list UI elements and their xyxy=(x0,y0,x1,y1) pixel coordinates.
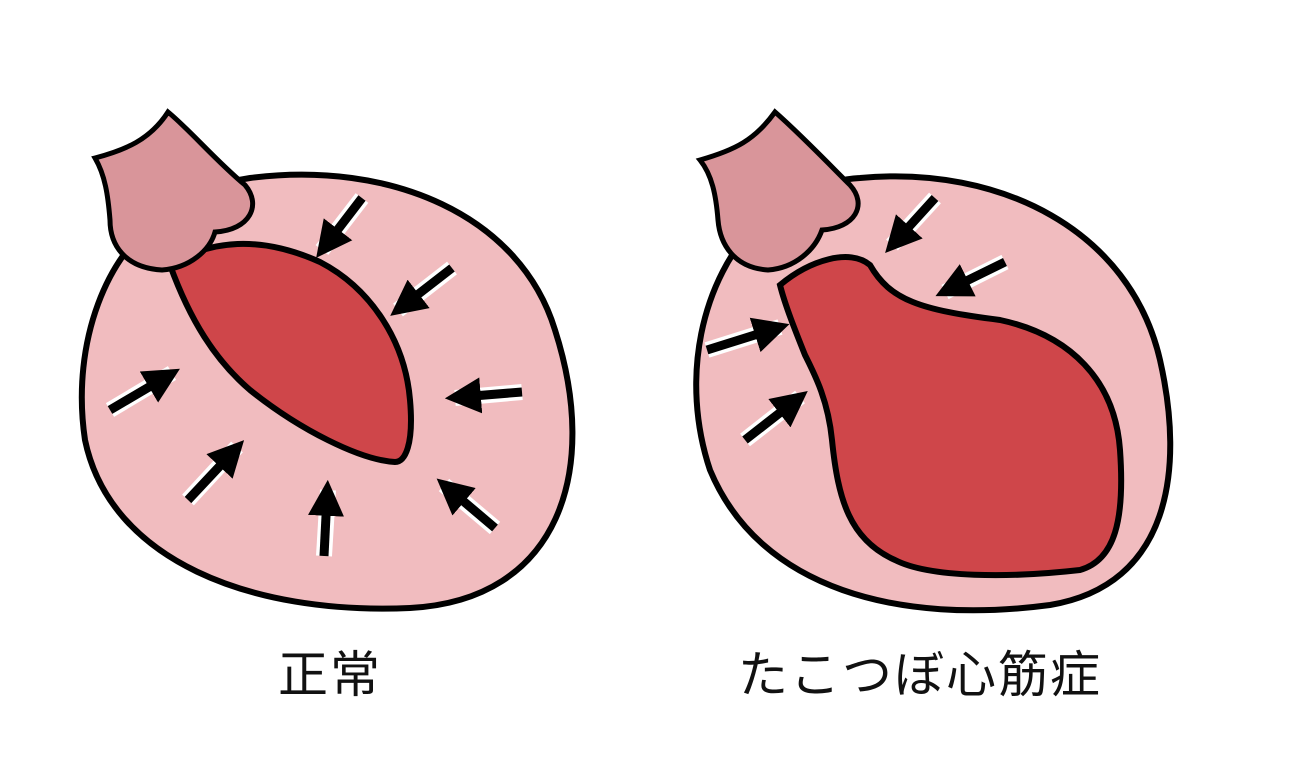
inward-arrow-icon xyxy=(742,391,808,444)
takotsubo-cavity xyxy=(776,254,1125,579)
takotsubo-arrows xyxy=(704,192,1009,447)
inward-arrow-icon xyxy=(444,377,523,414)
inward-arrow-icon xyxy=(184,440,245,504)
takotsubo-caption: たこつぼ心筋症 xyxy=(738,646,1102,704)
inward-arrow-icon xyxy=(935,257,1007,297)
normal-caption: 正常 xyxy=(278,646,382,704)
normal-arrows xyxy=(105,193,523,557)
inward-arrow-icon xyxy=(705,317,790,355)
normal-cavity xyxy=(166,240,414,466)
takotsubo-vessel xyxy=(695,108,861,273)
takotsubo-heart xyxy=(693,108,1174,614)
inward-arrow-icon xyxy=(316,195,366,258)
inward-arrow-icon xyxy=(308,479,344,557)
inward-arrow-icon xyxy=(390,264,455,316)
inward-arrow-icon xyxy=(436,478,498,532)
normal-heart xyxy=(78,108,576,612)
inward-arrow-icon xyxy=(107,368,180,414)
normal-vessel xyxy=(91,108,256,273)
inward-arrow-icon xyxy=(885,194,939,253)
